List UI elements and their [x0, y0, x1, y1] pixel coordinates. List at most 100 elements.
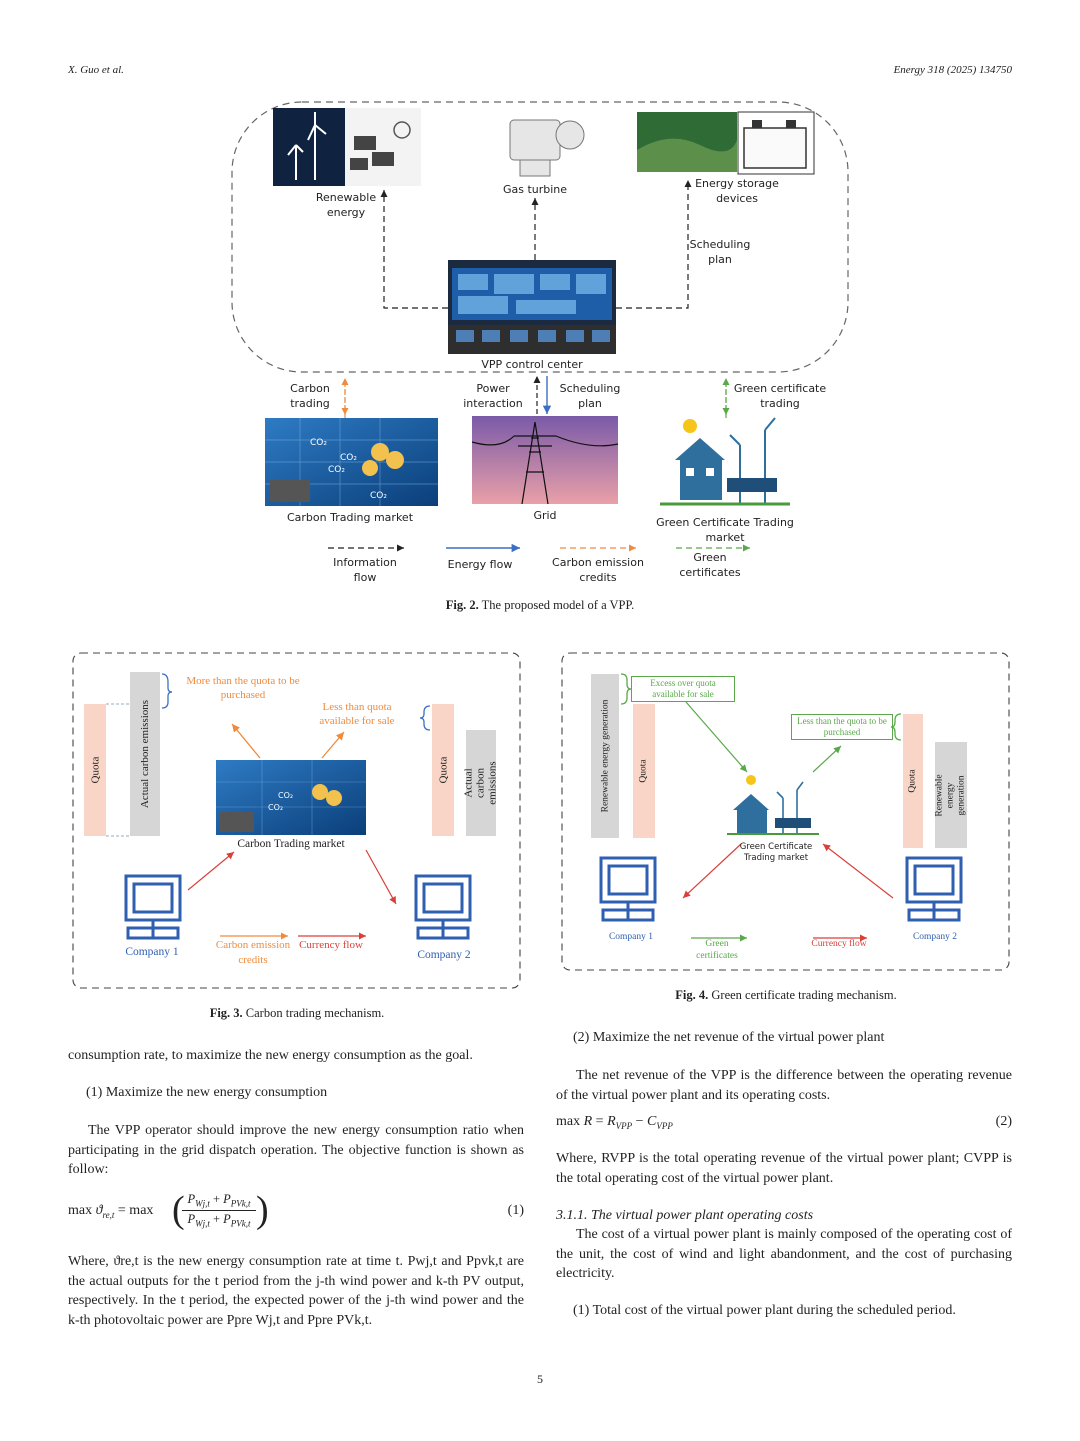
scheduling-plan-top-label: Scheduling plan	[689, 238, 751, 266]
running-header-authors: X. Guo et al.	[68, 64, 124, 76]
fig3-company-2-label: Company 2	[417, 949, 471, 961]
company-2-computer-icon	[414, 874, 472, 940]
renewable-energy-image	[273, 108, 421, 186]
svg-text:CO₂: CO₂	[340, 453, 357, 463]
fig3-quota-left-label: Quota	[89, 756, 102, 784]
equation-2-number: (2)	[995, 1114, 1012, 1129]
fig4-green-certs-label: Green certificates	[696, 939, 738, 961]
page-number: 5	[537, 1372, 543, 1386]
green-certificate-trading-label: Green certificate trading	[733, 382, 827, 410]
equation-2-body: max R = RVPP − CVPP	[556, 1114, 673, 1131]
fig3-actual-left-bar: Actual carbon emissions	[130, 672, 160, 836]
left-para-3: Where, ϑre,t is the new energy consumpti…	[68, 1254, 524, 1328]
right-item-2: (2) Maximize the net revenue of the virt…	[573, 1030, 885, 1045]
equation-1-number: (1)	[507, 1203, 524, 1218]
gas-turbine-image	[509, 119, 585, 177]
fig4-renew-right-label: Renewable energy generation	[934, 773, 967, 817]
renewable-energy-label: Renewable energy	[315, 191, 377, 219]
fig3-market-label: Carbon Trading market	[237, 838, 345, 850]
figure-4-caption-number: Fig. 4.	[675, 988, 709, 1002]
fig4-renew-left-label: Renewable energy generation	[600, 699, 611, 813]
vpp-control-center-label: VPP control center	[481, 358, 583, 371]
figure-3-caption: Fig. 3. Carbon trading mechanism.	[72, 1006, 522, 1021]
legend-information-flow: Information flow	[333, 556, 397, 584]
fig4-company-1-label: Company 1	[608, 932, 654, 942]
eq1-left-paren: (	[172, 1189, 185, 1231]
fig3-actual-right-label: Actual carbon emissions	[463, 761, 499, 805]
fig3-quota-right-bar: Quota	[432, 704, 454, 836]
fig4-renew-left-bar: Renewable energy generation	[591, 674, 619, 838]
fig3-market-image: CO₂ CO₂	[216, 760, 366, 835]
carbon-trading-market-image: CO₂ CO₂ CO₂ CO₂	[265, 418, 438, 506]
fig4-company-1-computer-icon	[599, 856, 657, 922]
figure-2-caption: Fig. 2. The proposed model of a VPP.	[0, 598, 1080, 613]
fig3-actual-left-label: Actual carbon emissions	[139, 699, 151, 809]
figure-2-diagram: CO₂ CO₂ CO₂ CO₂	[231, 101, 849, 553]
figure-4-diagram	[561, 652, 1010, 971]
fig3-currency-label: Currency flow	[299, 939, 363, 951]
right-item-3: (1) Total cost of the virtual power plan…	[573, 1303, 956, 1318]
figure-2-caption-number: Fig. 2.	[445, 598, 479, 612]
fig3-actual-right-bar: Actual carbon emissions	[463, 730, 499, 836]
figure-3-caption-text: Carbon trading mechanism.	[245, 1006, 385, 1020]
fig4-currency-label: Currency flow	[811, 939, 867, 949]
left-para-1: consumption rate, to maximize the new en…	[68, 1048, 473, 1063]
svg-text:CO₂: CO₂	[310, 438, 327, 448]
left-para-2: The VPP operator should improve the new …	[68, 1123, 524, 1177]
figure-4-caption-text: Green certificate trading mechanism.	[711, 988, 897, 1002]
figure-4: Renewable energy generation Quota Quota …	[561, 652, 1011, 972]
eq1-right-paren: )	[256, 1189, 269, 1231]
fig3-company-1-label: Company 1	[125, 946, 179, 958]
svg-text:CO₂: CO₂	[268, 803, 283, 812]
gas-turbine-label: Gas turbine	[502, 183, 568, 196]
eq1-fraction: PWj,t + PPVk,t PWj,t + PPVk,t	[182, 1192, 256, 1228]
company-1-computer-icon	[124, 874, 182, 940]
green-market-label: Green Certificate Trading market	[656, 516, 794, 544]
grid-image	[471, 416, 619, 505]
running-header-journal: Energy 318 (2025) 134750	[893, 64, 1012, 76]
right-para-3: The cost of a virtual power plant is mai…	[556, 1227, 1012, 1281]
fig4-market-label: Green Certificate Trading market	[739, 842, 813, 863]
figure-3-diagram: CO₂ CO₂	[72, 652, 521, 989]
figure-3: CO₂ CO₂ Quota Actual carbon emissions Quo…	[72, 652, 522, 990]
fig4-renew-right-bar: Renewable energy generation	[935, 742, 967, 848]
fig4-less-box: Less than the quota to be purchased	[791, 714, 893, 740]
scheduling-plan-mid-label: Scheduling plan	[559, 382, 621, 410]
fig3-carbon-credits-label: Carbon emission credits	[215, 939, 291, 966]
power-interaction-label: Power interaction	[463, 382, 523, 410]
carbon-market-label: Carbon Trading market	[286, 511, 414, 524]
green-certificate-market-image	[660, 417, 790, 506]
fig3-quota-left-bar: Quota	[84, 704, 106, 836]
svg-text:CO₂: CO₂	[328, 465, 345, 475]
grid-label: Grid	[533, 509, 557, 522]
section-heading-3-1-1: 3.1.1. The virtual power plant operating…	[556, 1208, 814, 1223]
fig3-less-than-quota: Less than quota available for sale	[319, 701, 395, 727]
left-item-1: (1) Maximize the new energy consumption	[86, 1085, 328, 1100]
fig4-company-2-label: Company 2	[912, 932, 958, 942]
equation-2: max R = RVPP − CVPP (2)	[556, 1114, 1012, 1131]
legend-energy-flow: Energy flow	[447, 558, 513, 571]
fig4-quota-right-label: Quota	[908, 769, 918, 793]
svg-text:CO₂: CO₂	[278, 791, 293, 800]
fig3-quota-right-label: Quota	[437, 756, 450, 784]
carbon-trading-label: Carbon trading	[290, 382, 330, 410]
energy-storage-image	[637, 111, 815, 175]
equation-1: max ϑre,t = max ( PWj,t + PPVk,t PWj,t +…	[68, 1190, 524, 1234]
energy-storage-label: Energy storage devices	[695, 177, 779, 205]
vpp-control-center-image	[448, 260, 616, 354]
figure-4-caption: Fig. 4. Green certificate trading mechan…	[561, 988, 1011, 1003]
right-para-2: Where, RVPP is the total operating reven…	[556, 1151, 1012, 1186]
figure-3-caption-number: Fig. 3.	[209, 1006, 243, 1020]
fig4-excess-box: Excess over quota available for sale	[631, 676, 735, 702]
fig4-market-image	[727, 775, 819, 835]
right-para-1: The net revenue of the VPP is the differ…	[556, 1068, 1012, 1103]
equation-1-body: max ϑre,t = max	[68, 1203, 154, 1220]
figure-2-caption-text: The proposed model of a VPP.	[481, 598, 635, 612]
fig3-more-than-quota: More than the quota to be purchased	[186, 675, 300, 701]
svg-text:CO₂: CO₂	[370, 491, 387, 501]
legend-carbon-credits: Carbon emission credits	[552, 556, 644, 584]
fig4-quota-left-bar: Quota	[633, 704, 655, 838]
legend-green-certificates: Green certificates	[679, 551, 741, 579]
fig4-quota-right-bar: Quota	[903, 714, 923, 848]
